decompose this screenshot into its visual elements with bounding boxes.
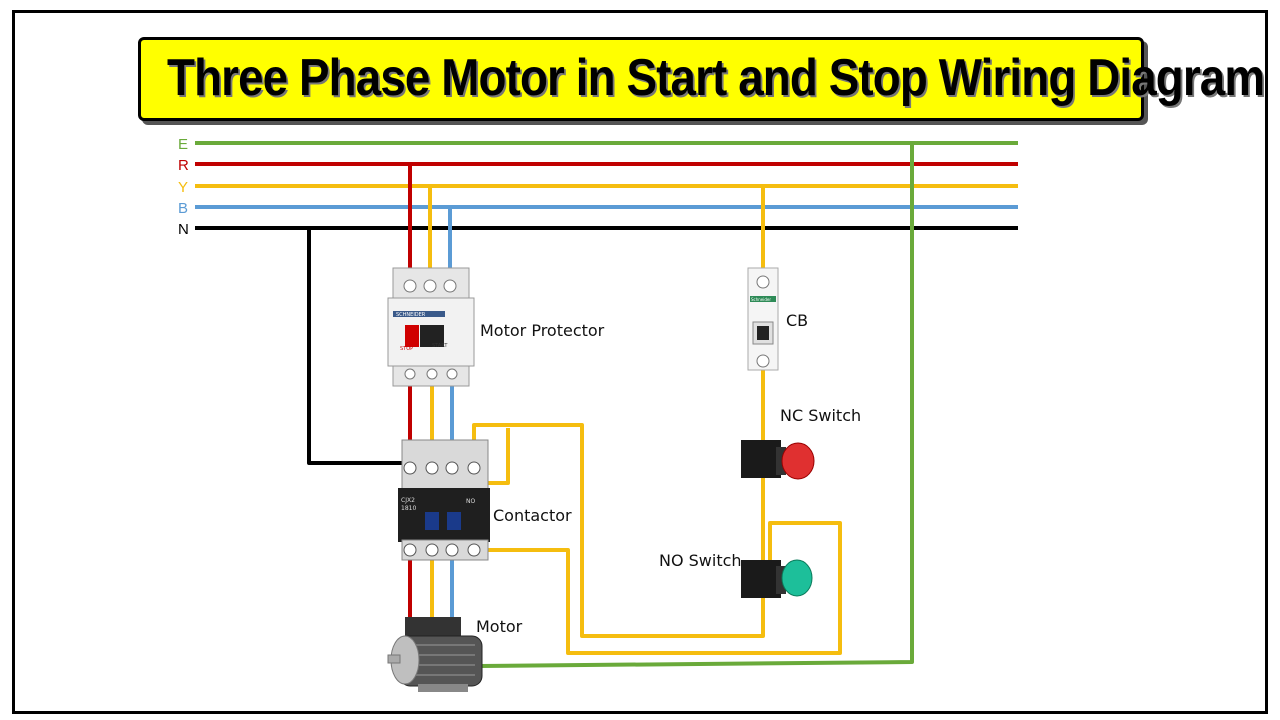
wire-aux-to-no — [478, 521, 842, 655]
wires — [307, 143, 914, 668]
outer-frame — [12, 10, 1268, 714]
diagram-title: Three Phase Motor in Start and Stop Wiri… — [167, 49, 1265, 107]
wire-no-to-coil — [472, 423, 765, 638]
cb-brand: Schneider — [751, 297, 771, 302]
bus-label-y: Y — [178, 179, 188, 196]
wire-earth-to-motor — [479, 143, 914, 668]
circuit-breaker: Schneider — [747, 267, 779, 371]
nc-switch — [741, 440, 815, 480]
label-motor-protector: Motor Protector — [480, 321, 605, 340]
contactor-no-label: NO — [466, 498, 475, 505]
mp-stop-text: STOP — [400, 346, 413, 352]
no-switch — [741, 559, 813, 598]
mp-stop-button — [405, 325, 419, 347]
motor — [387, 617, 483, 692]
bus-label-r: R — [178, 157, 189, 174]
wire-neutral-to-coil — [307, 228, 402, 465]
contactor: CJX2 1810 NO — [398, 439, 490, 561]
mp-brand: SCHNEIDER — [396, 312, 426, 318]
label-motor: Motor — [476, 617, 523, 636]
label-contactor: Contactor — [493, 506, 572, 525]
contactor-model: CJX2 — [401, 497, 415, 504]
label-cb: CB — [786, 311, 808, 330]
mp-start-text: START — [432, 343, 448, 349]
bus-label-e: E — [178, 136, 188, 153]
bus-label-b: B — [178, 200, 188, 217]
mp-start-button — [420, 325, 444, 347]
label-nc-switch: NC Switch — [780, 406, 861, 425]
title-banner: Three Phase Motor in Start and Stop Wiri… — [138, 37, 1265, 121]
contactor-rating: 1810 — [401, 505, 416, 512]
motor-protector: SCHNEIDER STOP START — [387, 267, 475, 387]
bus-label-n: N — [178, 221, 189, 238]
label-no-switch: NO Switch — [659, 551, 742, 570]
bus-bars — [195, 141, 1018, 230]
